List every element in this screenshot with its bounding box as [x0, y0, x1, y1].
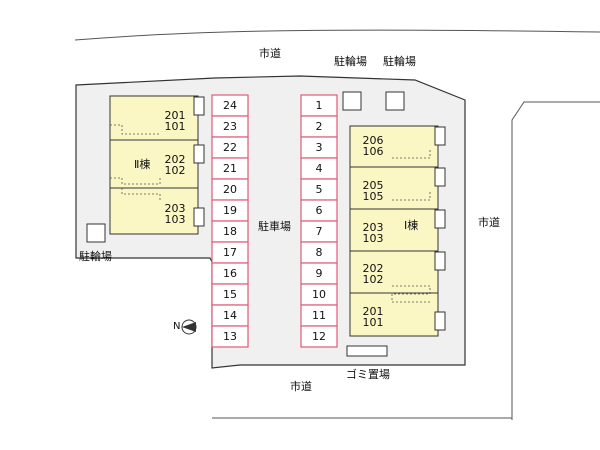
building-1-shape	[349, 125, 446, 337]
unit-number-upper: 202	[362, 262, 384, 275]
parking-slot-number: 20	[223, 183, 237, 196]
parking-slot-number: 13	[223, 330, 237, 343]
building-2-unit-201-101: 201 101	[160, 110, 190, 132]
unit-number-lower: 102	[164, 164, 186, 177]
bicycle-parking-label-top-right: 駐輪場	[383, 55, 416, 68]
unit-number-upper: 203	[362, 221, 384, 234]
parking-slot-number: 23	[223, 120, 237, 133]
parking-slot-number: 4	[315, 162, 323, 175]
parking-slot-left-13	[211, 325, 249, 348]
garbage-label: ゴミ置場	[346, 368, 390, 381]
parking-slot-number: 8	[315, 246, 323, 259]
road-edge-top	[74, 29, 600, 41]
bicycle-parking-box-top-left	[342, 91, 362, 111]
parking-column-right	[300, 94, 338, 348]
parking-slot-number: 15	[223, 288, 237, 301]
parking-slot-number: 12	[312, 330, 326, 343]
parking-slot-number: 6	[315, 204, 323, 217]
garbage-box	[346, 345, 388, 357]
parking-slot-number: 2	[315, 120, 323, 133]
parking-slot-number: 5	[315, 183, 323, 196]
unit-number-upper: 203	[164, 202, 186, 215]
unit-number-lower: 105	[362, 190, 384, 203]
bicycle-parking-box-top-right	[385, 91, 405, 111]
building-2-shape	[109, 95, 205, 235]
compass-icon	[181, 319, 197, 335]
building-1-unit-201-101: 201 101	[358, 306, 388, 328]
building-1-unit-206-106: 206 106	[358, 135, 388, 157]
road-label-top: 市道	[259, 47, 281, 60]
parking-column-left	[211, 94, 249, 348]
building-2-unit-202-102: 202 102	[160, 154, 190, 176]
unit-number-upper: 202	[164, 153, 186, 166]
parking-slot-number: 24	[223, 99, 237, 112]
unit-number-upper: 206	[362, 134, 384, 147]
parking-slot-number: 19	[223, 204, 237, 217]
building-2-name: Ⅱ棟	[134, 158, 151, 171]
unit-number-upper: 205	[362, 179, 384, 192]
parking-slot-number: 7	[315, 225, 323, 238]
road-label-right: 市道	[478, 216, 500, 229]
building-1-unit-202-102: 202 102	[358, 263, 388, 285]
parking-slot-number: 9	[315, 267, 323, 280]
building-2-unit-203-103: 203 103	[160, 203, 190, 225]
bicycle-parking-box-left	[86, 223, 106, 243]
road-edge-right	[511, 101, 600, 420]
parking-slot-number: 14	[223, 309, 237, 322]
unit-number-upper: 201	[362, 305, 384, 318]
parking-slot-number: 22	[223, 141, 237, 154]
unit-number-lower: 103	[362, 232, 384, 245]
parking-slot-number: 18	[223, 225, 237, 238]
building-1-name: Ⅰ棟	[404, 219, 419, 232]
unit-number-lower: 106	[362, 145, 384, 158]
bicycle-parking-label-top-left: 駐輪場	[334, 55, 367, 68]
building-1-unit-203-103: 203 103	[358, 222, 388, 244]
unit-number-lower: 102	[362, 273, 384, 286]
parking-slot-number: 11	[312, 309, 326, 322]
parking-slot-number: 17	[223, 246, 237, 259]
road-label-bottom: 市道	[290, 380, 312, 393]
parking-slot-number: 3	[315, 141, 323, 154]
parking-slot-number: 21	[223, 162, 237, 175]
parking-slot-right-12	[300, 325, 338, 348]
unit-number-upper: 201	[164, 109, 186, 122]
parking-slot-number: 1	[315, 99, 323, 112]
parking-slot-number: 10	[312, 288, 326, 301]
parking-label: 駐車場	[258, 220, 291, 233]
bicycle-parking-label-left: 駐輪場	[79, 250, 112, 263]
unit-number-lower: 101	[362, 316, 384, 329]
building-1-unit-205-105: 205 105	[358, 180, 388, 202]
compass-letter: N	[173, 321, 181, 332]
unit-number-lower: 103	[164, 213, 186, 226]
unit-number-lower: 101	[164, 120, 186, 133]
parking-slot-number: 16	[223, 267, 237, 280]
